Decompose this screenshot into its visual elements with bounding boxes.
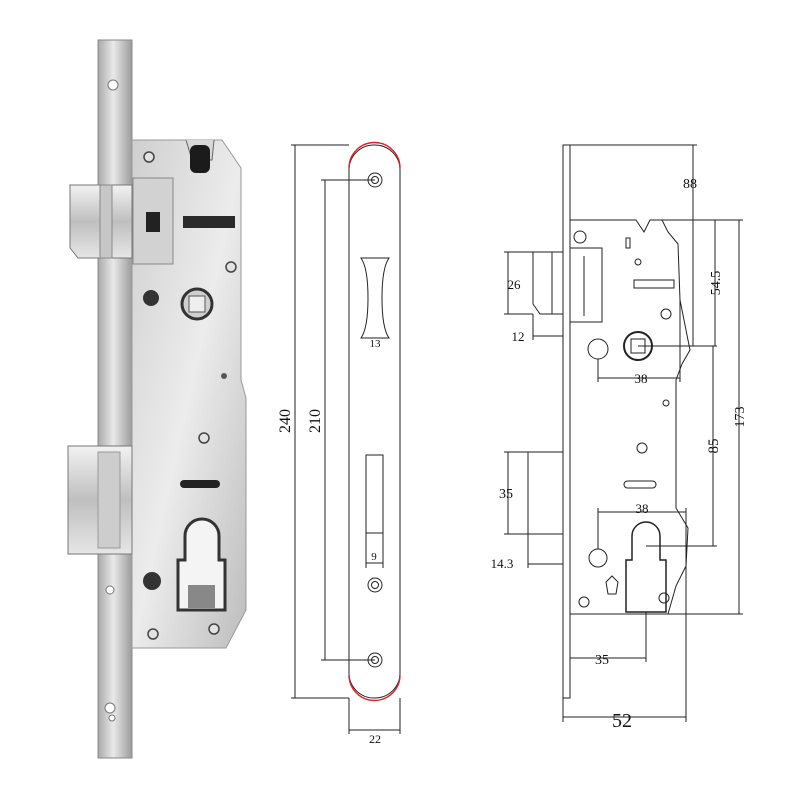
side-screw-lower-left bbox=[578, 596, 590, 608]
indicator-slot bbox=[180, 480, 220, 488]
latch-window bbox=[360, 257, 390, 339]
dim-label-38-lower: 38 bbox=[636, 501, 649, 516]
screw-icon bbox=[198, 432, 210, 444]
front-screw-hole-mid-inner bbox=[371, 581, 379, 589]
dim-label-88: 88 bbox=[683, 177, 697, 192]
screw-icon bbox=[147, 628, 159, 640]
side-screw-top bbox=[573, 230, 587, 244]
front-faceplate-outline bbox=[348, 144, 401, 699]
faceplate-screw-hole bbox=[104, 702, 116, 714]
follower-square bbox=[188, 295, 206, 313]
dim-label-240: 240 bbox=[277, 409, 294, 433]
side-cylinder-cutout bbox=[625, 521, 667, 613]
side-latch-carrier bbox=[569, 247, 603, 323]
side-indicator-slot bbox=[623, 480, 657, 489]
side-rivet bbox=[662, 399, 670, 407]
side-latch-bolt bbox=[532, 251, 564, 315]
deadbolt-inner bbox=[97, 451, 121, 549]
side-deadbolt bbox=[527, 451, 564, 535]
side-view-drawing bbox=[504, 144, 743, 722]
dim-label-173: 173 bbox=[733, 407, 748, 428]
dim-label-35-backset: 35 bbox=[595, 653, 609, 668]
faceplate bbox=[97, 39, 133, 759]
dim-label-9: 9 bbox=[371, 551, 377, 563]
side-slot-top bbox=[625, 237, 631, 249]
side-hole-small bbox=[634, 258, 642, 266]
latch-bolt-center bbox=[99, 184, 113, 259]
side-screw-right bbox=[660, 308, 672, 320]
dim-label-14-3: 14.3 bbox=[491, 556, 514, 571]
faceplate-screw-hole-top bbox=[107, 79, 119, 91]
screw-icon bbox=[143, 151, 155, 163]
side-cam-notch bbox=[605, 575, 619, 595]
faceplate-screw-hole bbox=[105, 585, 115, 595]
lock-photo bbox=[67, 39, 247, 759]
dim-label-52: 52 bbox=[612, 710, 632, 732]
rivet bbox=[221, 373, 227, 379]
side-screw-mid bbox=[636, 442, 648, 454]
screw-icon bbox=[208, 623, 220, 635]
dim-label-22: 22 bbox=[369, 732, 381, 746]
side-screw-lower-right bbox=[658, 592, 670, 604]
case-slot bbox=[190, 145, 210, 173]
cylinder-cam bbox=[188, 585, 215, 608]
front-screw-hole-mid bbox=[367, 577, 383, 593]
dim-label-210: 210 bbox=[307, 409, 324, 433]
side-slot-spring bbox=[633, 279, 675, 289]
side-hole-lower bbox=[588, 548, 608, 568]
dim-label-13: 13 bbox=[370, 338, 382, 350]
dim-label-38-upper: 38 bbox=[635, 371, 648, 386]
dim-label-54-5: 54.5 bbox=[709, 271, 724, 296]
dim-label-85: 85 bbox=[706, 439, 722, 454]
faceplate-screw-hole bbox=[108, 714, 116, 722]
dim-label-35-deadbolt: 35 bbox=[499, 487, 513, 502]
lock-case bbox=[131, 139, 247, 649]
dim-label-12: 12 bbox=[512, 329, 525, 344]
rounded-end-bottom bbox=[348, 674, 401, 702]
latch-slot bbox=[146, 212, 160, 232]
case-screw-lower bbox=[143, 572, 161, 590]
deadbolt-window bbox=[365, 454, 384, 534]
front-view-drawing bbox=[291, 141, 401, 734]
side-faceplate bbox=[562, 144, 571, 699]
case-screw bbox=[143, 290, 159, 306]
case-screws bbox=[143, 151, 237, 640]
spring-slot bbox=[183, 216, 235, 228]
screw-icon bbox=[225, 261, 237, 273]
dim-label-26: 26 bbox=[508, 277, 522, 292]
rounded-end-top bbox=[348, 141, 401, 169]
side-case-outline bbox=[570, 219, 691, 615]
side-hole-round bbox=[587, 338, 609, 360]
